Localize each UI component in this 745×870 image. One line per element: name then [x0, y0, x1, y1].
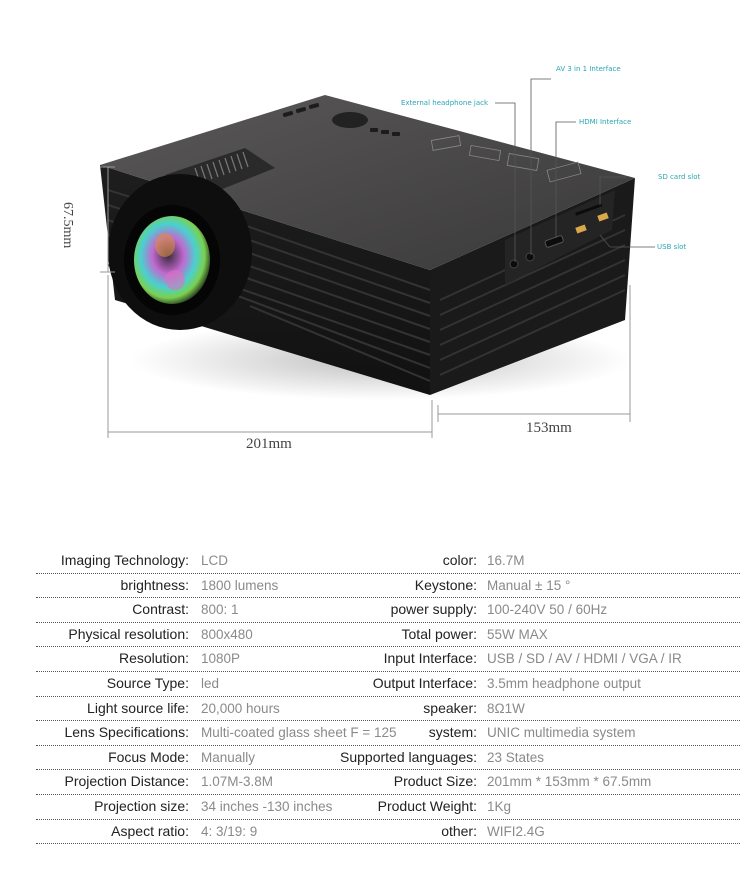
spec-label: Resolution: [118, 650, 189, 667]
spec-value: USB / SD / AV / HDMI / VGA / IR [487, 651, 682, 667]
spec-label: speaker: [423, 699, 477, 716]
callout-leaders [495, 78, 655, 262]
headphone-jack-port [509, 259, 519, 269]
spec-row: Projection size: 34 inches -130 inches P… [36, 795, 740, 820]
dimension-lines [100, 166, 631, 438]
top-panel-markings [430, 135, 582, 183]
spec-row: Light source life: 20,000 hours speaker:… [36, 697, 740, 722]
callout-sd-card-slot: SD card slot [658, 173, 701, 181]
spec-row: Projection Distance: 1.07M-3.8M Product … [36, 770, 740, 795]
spec-row: Resolution: 1080P Input Interface: USB /… [36, 647, 740, 672]
spec-row: Aspect ratio: 4: 3/19: 9 other: WIFI2.4G [36, 820, 740, 845]
spec-value: 8Ω1W [487, 700, 525, 716]
spec-label: Lens Specifications: [64, 724, 189, 741]
spec-value: 34 inches -130 inches [201, 798, 333, 814]
side-vents [439, 214, 626, 376]
usb-port-1 [575, 224, 587, 234]
spec-value: 1080P [201, 651, 241, 667]
spec-value: WIFI2.4G [487, 823, 545, 839]
spec-table: Imaging Technology: LCD color: 16.7M bri… [36, 549, 740, 845]
spec-value: UNIC multimedia system [487, 725, 636, 741]
lens-glass [134, 216, 210, 304]
spec-row: Imaging Technology: LCD color: 16.7M [36, 549, 740, 574]
spec-label: power supply: [390, 601, 477, 618]
spec-value: LCD [201, 553, 229, 568]
spec-row: Focus Mode: Manually Supported languages… [36, 746, 740, 771]
spec-value: Multi-coated glass sheet F = 125 [201, 725, 397, 741]
control-buttons [282, 102, 400, 136]
spec-label: system: [428, 724, 477, 741]
spec-label: Focus Mode: [108, 748, 189, 765]
projector-illustration [100, 78, 655, 438]
spec-label: Total power: [401, 625, 477, 642]
spec-value: 201mm * 153mm * 67.5mm [487, 774, 652, 790]
callout-headphone-jack: External headphone jack [401, 99, 489, 107]
projector-top-face [100, 95, 635, 270]
spec-label: Aspect ratio: [111, 822, 189, 839]
spec-label: other: [441, 822, 477, 839]
dimension-height-label: 67.5mm [60, 202, 75, 249]
callout-hdmi-interface: HDMI Interface [579, 118, 632, 126]
spec-value: 16.7M [487, 553, 525, 568]
spec-value: Manually [201, 749, 256, 765]
spec-label: Projection size: [94, 797, 189, 814]
spec-value: 100-240V 50 / 60Hz [487, 602, 608, 618]
dimension-width-label: 201mm [246, 436, 292, 452]
av-port [525, 252, 535, 262]
usb-port-2 [597, 212, 609, 222]
spec-row: brightness: 1800 lumens Keystone: Manual… [36, 574, 740, 599]
spec-value: 1Kg [487, 798, 512, 814]
spec-row: Source Type: led Output Interface: 3.5mm… [36, 672, 740, 697]
spec-label: Imaging Technology: [60, 552, 189, 568]
spec-value: 800x480 [201, 626, 253, 642]
spec-label: Product Size: [393, 773, 477, 790]
hdmi-port [544, 235, 564, 248]
spec-row: Physical resolution: 800x480 Total power… [36, 623, 740, 648]
spec-value: 55W MAX [487, 626, 548, 642]
spec-label: Projection Distance: [64, 773, 189, 790]
spec-value: 4: 3/19: 9 [201, 823, 258, 839]
spec-value: Manual ± 15 ° [487, 577, 571, 593]
spec-label: Physical resolution: [68, 625, 189, 642]
spec-label: Supported languages: [340, 748, 477, 765]
spec-label: Keystone: [414, 576, 477, 593]
spec-value: 23 States [487, 749, 545, 765]
spec-value: 20,000 hours [201, 700, 280, 716]
product-hero: AV 3 in 1 Interface External headphone j… [60, 65, 701, 452]
spec-label: Product Weight: [377, 797, 477, 814]
dimension-depth-label: 153mm [526, 420, 572, 436]
spec-label: brightness: [120, 576, 189, 593]
spec-row: Lens Specifications: Multi-coated glass … [36, 721, 740, 746]
spec-label: Contrast: [132, 601, 189, 618]
spec-label: Input Interface: [383, 650, 477, 667]
spec-label: Light source life: [87, 699, 189, 716]
spec-row: Contrast: 800: 1 power supply: 100-240V … [36, 598, 740, 623]
spec-label: Output Interface: [372, 674, 477, 691]
spec-value: 800: 1 [201, 602, 239, 618]
spec-label: Source Type: [106, 674, 189, 691]
sd-slot [575, 203, 603, 216]
spec-value: led [201, 675, 220, 691]
spec-value: 3.5mm headphone output [487, 675, 641, 691]
callout-av-interface: AV 3 in 1 Interface [556, 65, 621, 73]
spec-value: 1800 lumens [201, 577, 279, 593]
spec-label: color: [442, 552, 477, 568]
callout-usb-slot: USB slot [657, 243, 687, 251]
spec-value: 1.07M-3.8M [201, 774, 274, 790]
